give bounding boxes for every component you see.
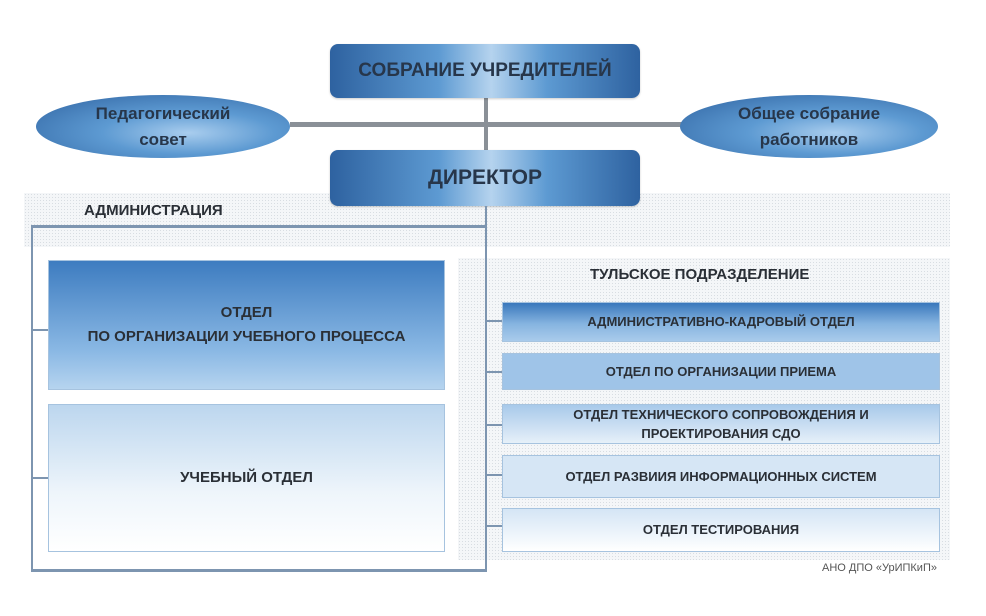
connector (32, 329, 48, 331)
founders-label: СОБРАНИЕ УЧРЕДИТЕЛЕЙ (358, 60, 612, 81)
label: Педагогический (95, 103, 231, 123)
administration-title: АДМИНИСТРАЦИЯ (84, 202, 223, 219)
connector (486, 474, 502, 476)
label: Общее собрание (737, 103, 881, 123)
connector (486, 320, 502, 322)
connector (31, 569, 487, 572)
connector (32, 225, 487, 228)
connector (486, 371, 502, 373)
is-development-dept: ОТДЕЛ РАЗВИИЯ ИНФОРМАЦИОННЫХ СИСТЕМ (502, 455, 940, 498)
general-meeting: Общее собрание работников (680, 95, 938, 158)
footer-org: АНО ДПО «УрИПКиП» (822, 562, 937, 574)
connector (32, 477, 48, 479)
hr-dept: АДМИНИСТРАТИВНО-КАДРОВЫЙ ОТДЕЛ (502, 302, 940, 342)
connector (484, 96, 488, 152)
founders-box: СОБРАНИЕ УЧРЕДИТЕЛЕЙ (330, 44, 640, 98)
tech-support-dept: ОТДЕЛ ТЕХНИЧЕСКОГО СОПРОВОЖДЕНИЯ И ПРОЕКТ… (502, 404, 940, 444)
director-box: ДИРЕКТОР (330, 150, 640, 206)
connector (31, 225, 33, 572)
pedagogical-council: Педагогический совет (36, 95, 290, 158)
label: ПРОЕКТИРОВАНИЯ СДО (641, 426, 801, 441)
label: ПО ОРГАНИЗАЦИИ УЧЕБНОГО ПРОЦЕССА (87, 328, 406, 345)
study-process-dept: ОТДЕЛ ПО ОРГАНИЗАЦИИ УЧЕБНОГО ПРОЦЕССА (48, 260, 445, 390)
connector (486, 525, 502, 527)
academic-dept: УЧЕБНЫЙ ОТДЕЛ (48, 404, 445, 552)
testing-dept: ОТДЕЛ ТЕСТИРОВАНИЯ (502, 508, 940, 552)
admission-dept: ОТДЕЛ ПО ОРГАНИЗАЦИИ ПРИЕМА (502, 353, 940, 390)
label: работников (759, 129, 859, 149)
label: УЧЕБНЫЙ ОТДЕЛ (180, 469, 313, 486)
label: ОТДЕЛ ТЕСТИРОВАНИЯ (642, 522, 800, 537)
tula-title: ТУЛЬСКОЕ ПОДРАЗДЕЛЕНИЕ (590, 266, 810, 283)
label: ОТДЕЛ ТЕХНИЧЕСКОГО СОПРОВОЖДЕНИЯ И (573, 407, 869, 422)
connector (486, 424, 502, 426)
label: совет (139, 129, 187, 149)
director-label: ДИРЕКТОР (427, 166, 543, 189)
label: ОТДЕЛ РАЗВИИЯ ИНФОРМАЦИОННЫХ СИСТЕМ (565, 468, 877, 484)
label: ОТДЕЛ ПО ОРГАНИЗАЦИИ ПРИЕМА (605, 363, 837, 379)
connector (485, 206, 487, 572)
label: АДМИНИСТРАТИВНО-КАДРОВЫЙ ОТДЕЛ (587, 314, 855, 329)
label: ОТДЕЛ (220, 304, 273, 321)
